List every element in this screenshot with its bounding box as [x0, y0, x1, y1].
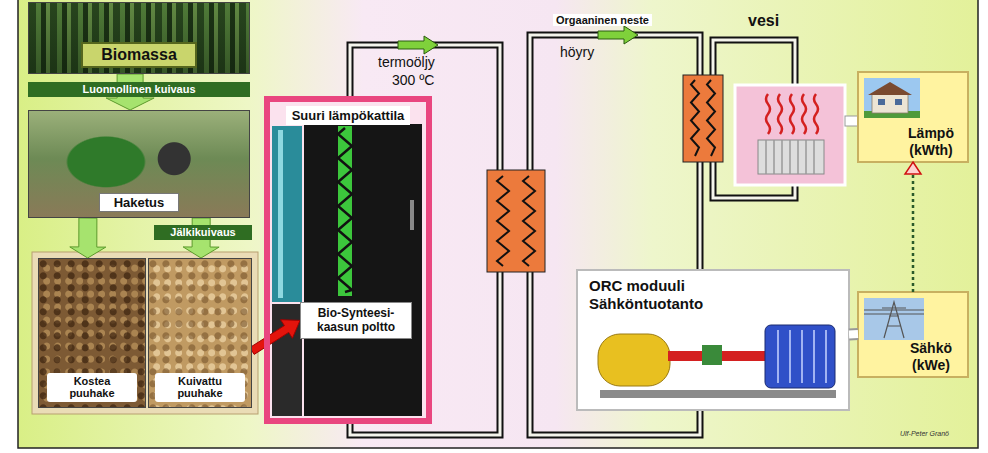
heat-exchanger-part — [683, 75, 723, 162]
node-text: Sähkö (kWe) — [900, 340, 962, 374]
node-text: Bio-Synteesi-kaasun poltto — [306, 306, 406, 335]
heat-output-picture-part — [858, 72, 968, 162]
label-text: Orgaaninen neste — [553, 14, 652, 26]
photo-tile: Kostea puuhake — [38, 258, 146, 408]
oil-loop-part — [350, 45, 500, 435]
heat-output-picture-part — [878, 99, 885, 105]
label-text: vesi — [748, 12, 779, 30]
node-text: Biomassa — [81, 42, 197, 68]
orc-picture-part — [778, 330, 826, 383]
flow-arrow — [250, 320, 300, 355]
photo-tile: Kuivattu puuhake — [148, 258, 252, 408]
node-text: Sähköntuotanto — [589, 295, 837, 313]
node-text: Lämpö (kWth) — [900, 125, 962, 159]
radiator-picture-part — [766, 94, 770, 134]
orc-picture-part — [600, 390, 836, 398]
photo-tile: Biomassa — [28, 2, 250, 74]
heat-exchanger-part — [523, 176, 535, 266]
radiator-picture — [735, 85, 858, 185]
heat-output-picture-part — [872, 94, 908, 113]
radiator-picture-part — [802, 94, 806, 134]
label-text: höyry — [560, 44, 594, 60]
radiator-picture-part — [735, 85, 845, 185]
arrow-head — [905, 162, 921, 174]
power-output-picture-part — [864, 298, 924, 340]
boiler-picture-part — [272, 126, 302, 302]
heat-exchanger — [487, 170, 545, 272]
radiator-picture-part — [845, 116, 858, 126]
heat-exchanger-part — [691, 80, 699, 156]
edge-label: Jälkikuivaus — [154, 225, 252, 240]
photo-tile: Haketus — [28, 110, 250, 218]
heat-exchanger-part — [707, 80, 715, 156]
radiator-picture-part — [758, 140, 824, 174]
radiator-picture-part — [790, 94, 794, 134]
boiler-picture-part — [304, 124, 422, 416]
arrow-shape — [250, 320, 300, 355]
boiler-picture — [264, 96, 432, 424]
label-text: Ulf-Peter Granö — [900, 430, 949, 437]
radiator-picture-part — [814, 94, 818, 134]
link-bar — [849, 330, 858, 338]
output-box: Sähkö (kWe) — [858, 292, 968, 377]
label-text: termoöljy — [378, 54, 435, 70]
dotted-link — [912, 162, 915, 292]
orc-picture-part — [702, 345, 722, 365]
label-text: 300 ºC — [392, 72, 434, 88]
flow-arrow — [905, 162, 921, 292]
boiler-picture-part — [264, 96, 432, 424]
module-box: ORC moduuliSähköntuotanto — [577, 270, 849, 410]
boiler-picture-part — [338, 126, 352, 296]
organic-loop-part — [598, 26, 638, 44]
process-box: Bio-Synteesi-kaasun poltto — [300, 302, 412, 339]
edge-label: Luonnollinen kuivaus — [28, 82, 250, 97]
power-output-picture — [858, 292, 968, 377]
link-bar-outline — [849, 328, 858, 340]
heat-output-picture-part — [868, 82, 912, 95]
heat-output-picture-part — [895, 99, 902, 105]
power-output-picture-part — [864, 302, 924, 338]
output-box: Lämpö (kWth) — [858, 72, 968, 162]
orc-picture-part — [765, 325, 835, 388]
flow-arrow — [70, 218, 106, 258]
heat-exchanger-part — [487, 170, 545, 272]
background — [18, 0, 978, 448]
oil-loop-part — [350, 45, 500, 435]
boiler-picture-part — [338, 128, 352, 292]
node-text: Suuri lämpökattila — [286, 106, 411, 125]
node-text: Haketus — [99, 193, 180, 212]
flow-arrow — [849, 334, 858, 335]
heat-output-picture-part — [864, 78, 920, 118]
node-text: ORC moduuli — [589, 277, 837, 295]
orc-picture-part — [577, 270, 849, 410]
node-text: Kuivattu puuhake — [155, 373, 245, 402]
heat-exchanger — [683, 75, 723, 162]
orc-picture — [577, 270, 849, 410]
heat-exchanger-part — [497, 176, 509, 266]
oil-loop-part — [398, 36, 438, 54]
orc-picture-part — [598, 334, 670, 386]
heat-output-picture — [858, 72, 968, 162]
boiler-picture-part — [278, 130, 283, 298]
power-output-picture-part — [858, 292, 968, 377]
radiator-picture-part — [778, 94, 782, 134]
boiler-picture-part — [410, 200, 414, 230]
node-text: Kostea puuhake — [47, 373, 137, 402]
arrow-shape — [70, 218, 106, 258]
radiator-picture-part — [766, 140, 814, 174]
boiler-box: Suuri lämpökattilaBio-Synteesi-kaasun po… — [264, 96, 432, 424]
photo-frame — [32, 252, 258, 414]
